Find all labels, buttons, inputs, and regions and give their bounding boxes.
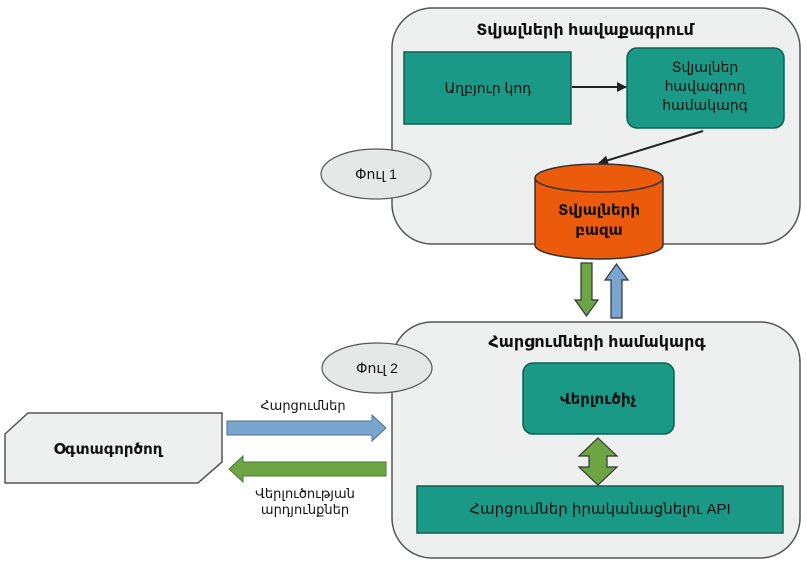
collector-system-line-2: հավագրող (665, 78, 747, 94)
collector-to-database-arrow (598, 130, 704, 166)
collector-system-line-1: Տվյալներ (672, 59, 739, 75)
query-api-box (416, 485, 784, 534)
data-collection-panel-title: Տվյալների հավաքագրում (476, 22, 695, 39)
database-label-line-1: Տվյալների (558, 202, 640, 219)
database-cylinder (534, 163, 664, 260)
database-label-line-2: բազա (575, 222, 622, 239)
analysis-results-label-line-1: Վերլուծության (255, 486, 355, 501)
query-system-panel-title: Հարցումների համակարգ (488, 334, 706, 351)
query-api-label: Հարցումներ իրականացնելու API (469, 501, 730, 518)
query-to-database-arrow (603, 262, 630, 319)
user-label: Օգտագործող (54, 441, 164, 458)
queries-arrow (226, 413, 387, 443)
phase-1-label: Փուլ 1 (355, 166, 397, 182)
user-shape (4, 412, 223, 484)
phase-2-ellipse (321, 342, 433, 394)
analyzer-label: Վերլուծիչ (560, 391, 637, 408)
database-to-query-arrow (573, 262, 600, 318)
analysis-results-arrow (228, 454, 387, 484)
phase-1-ellipse (320, 148, 432, 200)
analyzer-box (522, 362, 675, 435)
source-code-box (403, 51, 572, 125)
queries-arrow-label: Հարցումներ (260, 398, 345, 413)
phase-2-label: Փուլ 2 (356, 360, 398, 376)
analysis-results-label-line-2: արդյունքներ (261, 502, 349, 517)
collector-system-line-3: համակարգ (662, 97, 748, 113)
source-code-label: Աղբյուր կոդ (444, 80, 532, 96)
collector-system-box (626, 47, 785, 129)
analyzer-api-double-arrow (577, 437, 619, 486)
